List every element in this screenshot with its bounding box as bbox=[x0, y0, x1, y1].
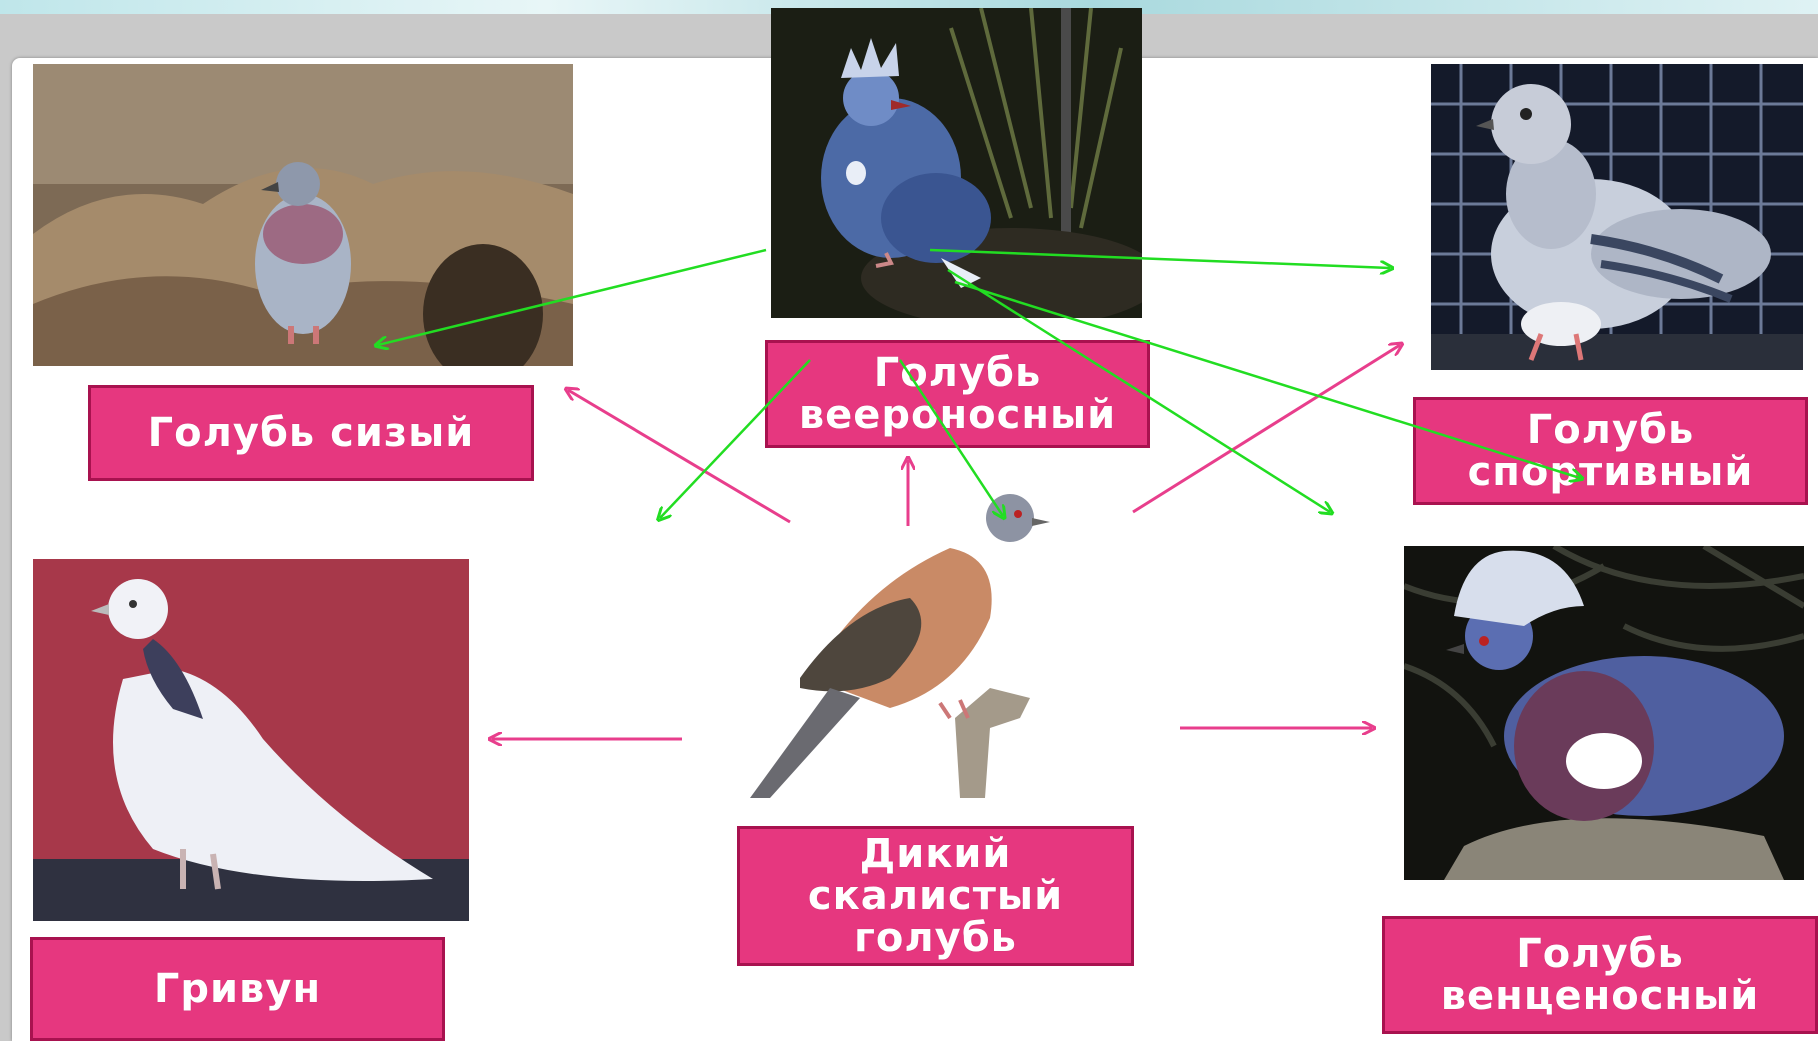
label-dikiy-skalisty-golub: Дикий скалистый голубь bbox=[737, 826, 1134, 966]
label-golub-sportivny: Голубь спортивный bbox=[1413, 397, 1808, 505]
photo-victoria-crowned-pigeon bbox=[1404, 546, 1804, 880]
top-decor-strip bbox=[0, 0, 1818, 14]
photo-wild-rock-pigeon bbox=[740, 488, 1090, 806]
label-golub-sizy: Голубь сизый bbox=[88, 385, 534, 481]
photo-rock-dove bbox=[33, 64, 573, 366]
photo-racing-pigeon bbox=[1431, 64, 1803, 370]
label-grivun: Гривун bbox=[30, 937, 445, 1041]
photo-fan-crowned-pigeon bbox=[771, 8, 1142, 318]
photo-grivun bbox=[33, 559, 469, 921]
label-golub-vencenosny: Голубь венценосный bbox=[1382, 916, 1818, 1034]
label-golub-veeronosny: Голубь веероносный bbox=[765, 340, 1150, 448]
